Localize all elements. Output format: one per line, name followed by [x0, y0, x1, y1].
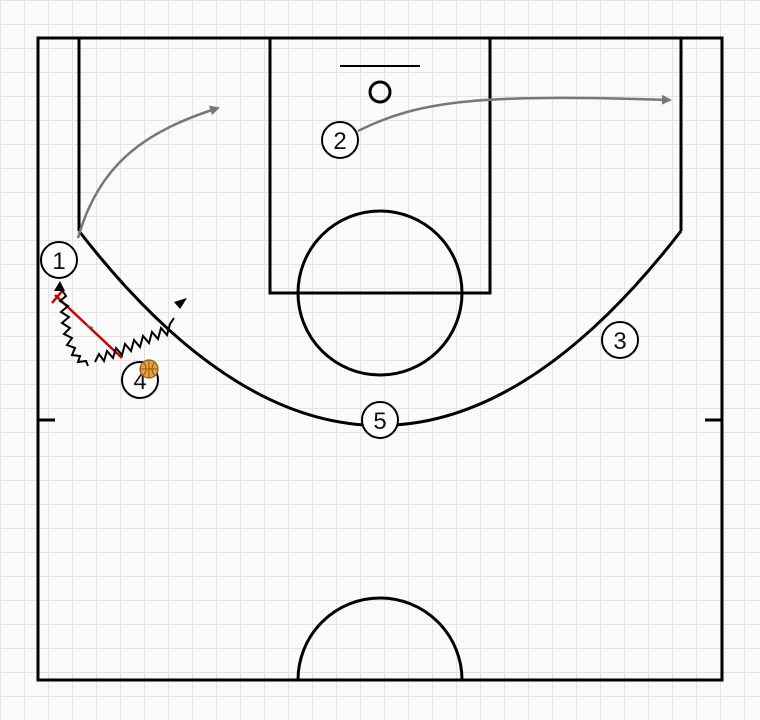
player-number: 5	[373, 408, 386, 435]
player-marker	[601, 321, 639, 359]
free-throw-circle	[296, 209, 464, 377]
court-boundary	[36, 36, 724, 682]
player-marker	[361, 401, 399, 439]
center-circle	[296, 596, 464, 681]
player-5[interactable]: 5	[361, 401, 399, 439]
player-marker	[321, 121, 359, 159]
screen-end-tick	[51, 289, 64, 304]
screen-midpoint-tick	[86, 324, 94, 329]
player-marker	[40, 241, 78, 279]
player-1[interactable]: 1	[40, 241, 78, 279]
player-number: 3	[613, 328, 626, 355]
dribble-path-a	[58, 289, 89, 367]
player-2[interactable]: 2	[321, 121, 359, 159]
dribble-path-b	[94, 317, 175, 364]
basket-rim	[368, 80, 392, 104]
dribble-arrowhead-a	[54, 281, 65, 291]
cut-arrow-player-2	[357, 94, 672, 133]
player-3[interactable]: 3	[601, 321, 639, 359]
dribble-arrowhead-b	[174, 298, 187, 309]
player-number: 1	[52, 248, 65, 275]
court-lines	[36, 36, 724, 682]
free-throw-lane	[268, 36, 492, 295]
cut-arrow-player-1	[76, 105, 220, 239]
basketball-icon	[139, 359, 159, 379]
player-number: 2	[333, 128, 346, 155]
